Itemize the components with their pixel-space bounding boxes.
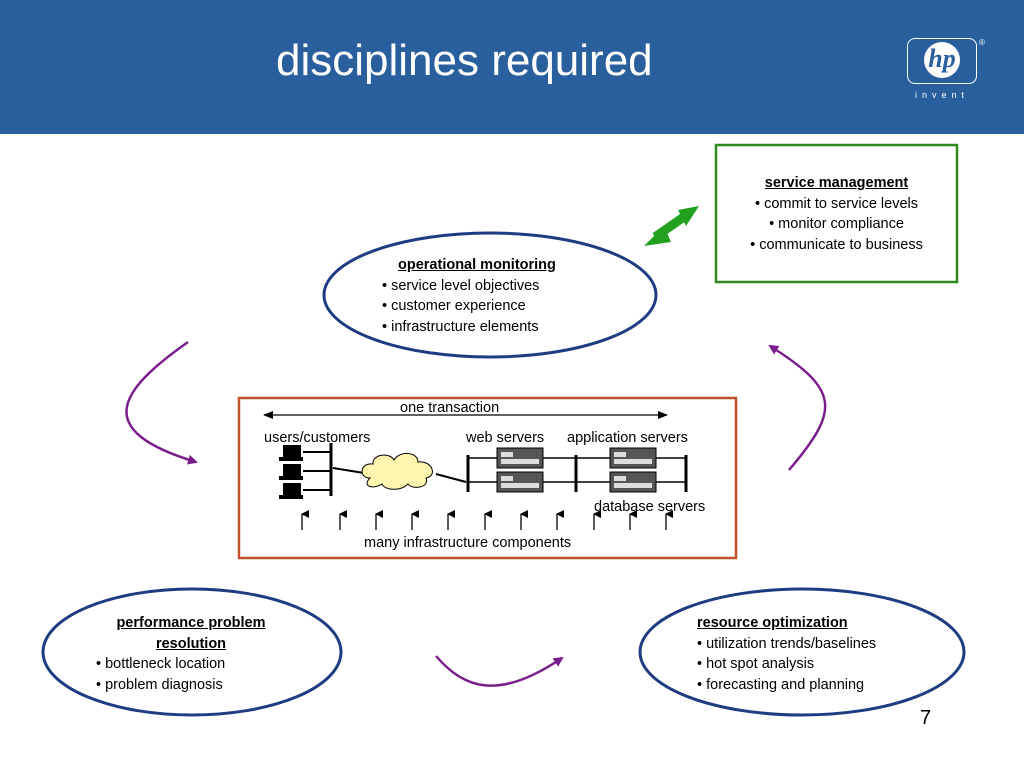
slide-number: 7 [920,707,932,729]
hp-logo-registered: ® [979,38,985,47]
performance-problem-heading: performance problem [116,615,266,631]
green-double-arrow [644,206,699,246]
resource-optimization-heading: resource optimization [697,615,848,631]
service-management-item: • monitor compliance [769,216,904,232]
purple-arrow-left [125,340,198,465]
service-management-item: • commit to service levels [754,195,918,212]
resource-optimization-item: • forecasting and planning [697,676,865,693]
one-transaction-label: one transaction [400,400,500,416]
operational-monitoring-item: • customer experience [382,298,526,314]
operational-monitoring-text: operational monitoring • service level o… [382,255,556,337]
web-servers-icon [466,447,578,493]
infrastructure-arrows [301,510,673,530]
performance-problem-text: performance problem resolution • bottlen… [96,613,286,695]
operational-monitoring-item: • service level objectives [382,277,540,294]
hp-logo-mark: hp [924,42,960,78]
operational-monitoring-ellipse [322,231,658,359]
user-terminals-icon [279,443,333,499]
users-customers-label: users/customers [264,430,371,446]
hp-logo-frame [907,38,977,84]
performance-problem-item: • bottleneck location [96,656,226,672]
service-management-box [714,143,959,284]
resource-optimization-ellipse [638,587,966,717]
performance-problem-item: • problem diagnosis [96,676,223,693]
application-servers-icon [576,447,688,493]
header-bar: disciplines required hp ® invent [0,0,1024,134]
application-servers-label: application servers [567,430,688,446]
service-management-item: • communicate to business [750,236,923,253]
hp-logo: hp ® invent [907,38,985,100]
performance-problem-ellipse [41,587,343,717]
operational-monitoring-item: • infrastructure elements [382,318,539,335]
resource-optimization-item: • hot spot analysis [697,656,815,672]
database-servers-label: database servers [594,499,706,515]
web-servers-label: web servers [466,430,545,446]
purple-arrow-right [768,344,827,471]
resource-optimization-item: • utilization trends/baselines [697,635,877,652]
infrastructure-components-label: many infrastructure components [364,535,572,551]
operational-monitoring-heading: operational monitoring [398,257,556,273]
page-title: disciplines required [276,36,653,85]
performance-problem-heading-line2: resolution [155,635,227,652]
purple-arrow-bottom [435,655,564,687]
resource-optimization-text: resource optimization • utilization tren… [697,613,876,695]
hp-logo-tagline: invent [914,90,970,100]
service-management-text: service management • commit to service l… [716,173,957,255]
service-management-heading: service management [764,175,909,191]
network-cloud-icon [332,453,467,490]
